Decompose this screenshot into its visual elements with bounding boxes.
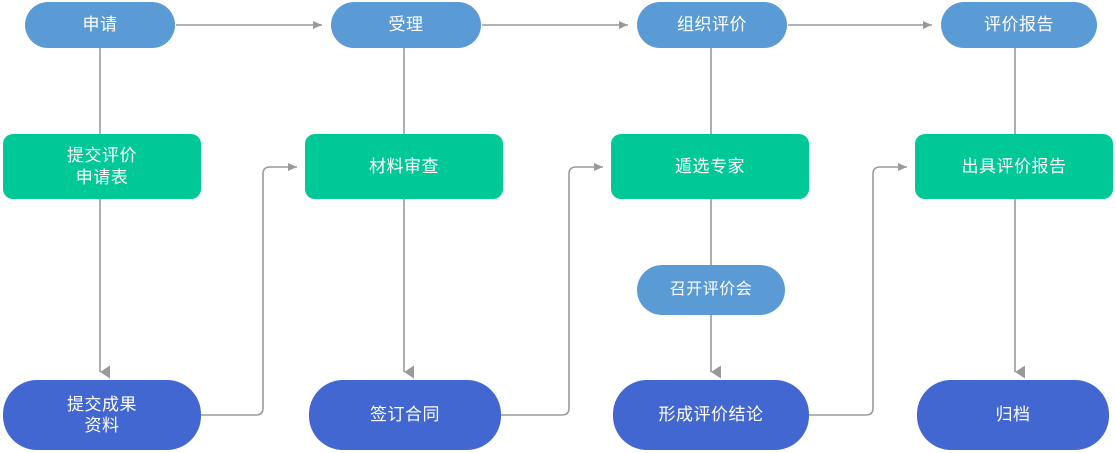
node-organize-evaluation[interactable]: 组织评价 xyxy=(637,2,787,48)
node-archive[interactable]: 归档 xyxy=(917,380,1109,450)
node-submit-application-form[interactable]: 提交评价 申请表 xyxy=(3,134,201,199)
node-material-review[interactable]: 材料审查 xyxy=(305,134,503,199)
node-issue-evaluation-report[interactable]: 出具评价报告 xyxy=(915,134,1113,199)
node-hold-evaluation-meeting[interactable]: 召开评价会 xyxy=(637,265,785,315)
edge-submit-results-to-material-review xyxy=(201,163,297,416)
node-form-evaluation-conclusion[interactable]: 形成评价结论 xyxy=(613,380,809,450)
node-apply[interactable]: 申请 xyxy=(25,2,175,48)
node-evaluation-report[interactable]: 评价报告 xyxy=(941,2,1097,48)
node-sign-contract[interactable]: 签订合同 xyxy=(309,380,501,450)
node-select-experts[interactable]: 遁选专家 xyxy=(611,134,809,199)
node-accept[interactable]: 受理 xyxy=(331,2,481,48)
node-submit-achievement-materials[interactable]: 提交成果 资料 xyxy=(3,380,201,450)
edge-sign-contract-to-select-experts xyxy=(501,163,603,416)
edge-form-conclusion-to-issue-report xyxy=(809,163,907,416)
